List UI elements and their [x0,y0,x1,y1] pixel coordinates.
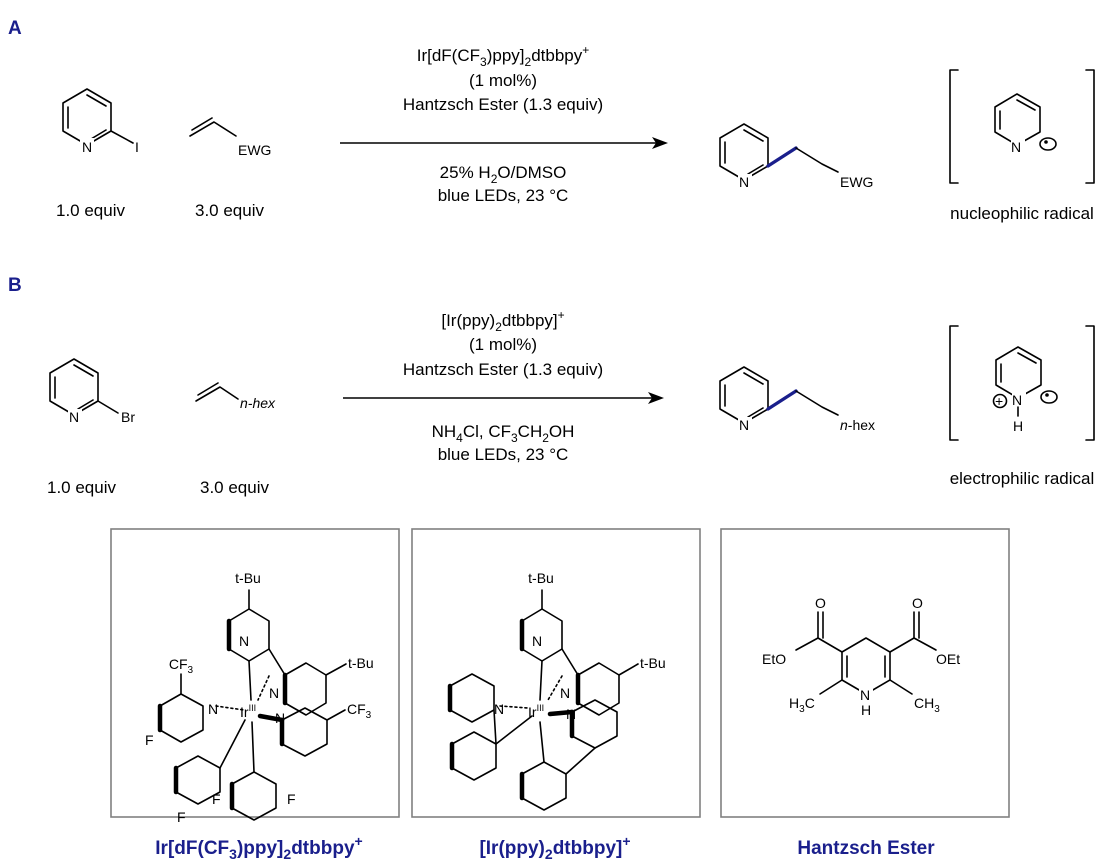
loading-a: (1 mol%) [469,71,537,90]
section-label-b: B [8,275,22,296]
cat2-n-3: N [566,706,576,722]
hantzsch-structure [795,611,937,704]
group-nhex: n-hex [240,395,276,411]
caption-catalyst1: Ir[dF(CF3)ppy]2dtbbpy+ [155,833,362,862]
cat1-cf3-right: CF3 [347,701,372,721]
reagent1-equiv-b: 1.0 equiv [47,478,116,497]
cat1-ir: IrIII [240,703,256,720]
radical-label-a: nucleophilic radical [950,204,1094,223]
atom-n: N [82,139,92,155]
loading-b: (1 mol%) [469,335,537,354]
product-a-n: N [739,174,749,190]
conditions-a: blue LEDs, 23 °C [438,186,569,205]
catalyst1-structure [157,589,347,821]
cat1-f-bottom-mid: F [212,791,221,807]
catalyst-a: Ir[dF(CF3)ppy]2dtbbpy+ [417,43,590,69]
cat2-tbu-right: t-Bu [640,655,666,671]
radical-b-h: H [1013,418,1023,434]
hantzsch-oet: OEt [936,651,960,667]
nucleophilic-radical-structure [949,69,1095,184]
cat1-n-2: N [269,685,279,701]
reagent1-equiv-a: 1.0 equiv [56,201,125,220]
cat2-tbu-top: t-Bu [528,570,554,586]
cat1-f-left: F [145,732,154,748]
reagent2-equiv-b: 3.0 equiv [200,478,269,497]
hantzsch-h: H [861,702,871,718]
cat1-n-3: N [275,710,285,726]
product-b-n: N [739,417,749,433]
electrophilic-radical-structure [949,325,1095,441]
caption-hantzsch: Hantzsch Ester [797,838,935,859]
cat2-ir: IrIII [528,703,544,720]
arrowhead-b [648,392,664,404]
atom-bromine: Br [121,409,135,425]
reductant-a: Hantzsch Ester (1.3 equiv) [403,95,603,114]
cat2-n-1: N [494,701,504,717]
solvent-a: 25% H2O/DMSO [440,163,567,186]
cat1-tbu-top: t-Bu [235,570,261,586]
hantzsch-eto: EtO [762,651,786,667]
conditions-b: blue LEDs, 23 °C [438,445,569,464]
hantzsch-o-left: O [815,595,826,611]
cat1-cf3-left: CF3 [169,656,194,676]
reductant-b: Hantzsch Ester (1.3 equiv) [403,360,603,379]
atom-iodine: I [135,139,139,155]
catalyst2-structure [447,589,639,811]
alkene-ewg-structure [189,117,237,137]
cat2-n-4: N [532,633,542,649]
cat2-n-2: N [560,685,570,701]
caption-catalyst2: [Ir(ppy)2dtbbpy]+ [479,833,630,862]
alkene-nhex-structure [195,382,239,402]
hantzsch-box [720,528,1010,818]
product-a-ewg: EWG [840,174,873,190]
hantzsch-o-right: O [912,595,923,611]
bromopyridine-structure [49,358,119,425]
reagent2-equiv-a: 3.0 equiv [195,201,264,220]
cat1-n-1: N [208,701,218,717]
section-label-a: A [8,18,22,39]
hantzsch-me-right: CH3 [914,695,940,715]
product-b-nhex: n-hex [840,417,875,433]
product-b-structure [719,366,839,433]
catalyst1-box [110,528,400,818]
hantzsch-nh: N [860,687,870,703]
cat1-n-4: N [239,633,249,649]
cat1-f-bottom-right: F [287,791,296,807]
group-ewg: EWG [238,142,271,158]
radical-a-n: N [1011,139,1021,155]
catalyst-b: [Ir(ppy)2dtbbpy]+ [441,308,564,334]
catalyst2-box [411,528,701,818]
cat1-tbu-right: t-Bu [348,655,374,671]
radical-label-b: electrophilic radical [950,469,1095,488]
hantzsch-me-left: H3C [789,695,815,715]
atom-n-b: N [69,409,79,425]
arrowhead-a [652,137,668,149]
radical-b-plus: + [995,393,1003,409]
additive-b: NH4Cl, CF3CH2OH [432,422,575,445]
radical-b-n: N [1012,392,1022,408]
cat1-f-bottom-left: F [177,809,186,825]
iodopyridine-structure [62,88,134,154]
product-a-structure [719,123,839,190]
